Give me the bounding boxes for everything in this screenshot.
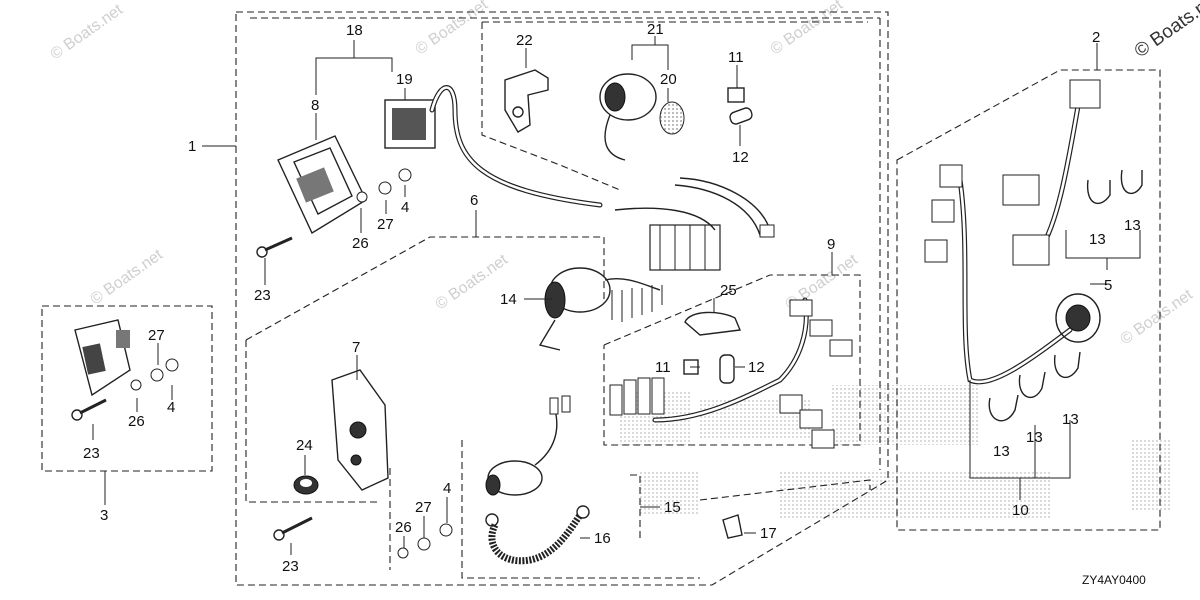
harness-part-2 [924,79,1101,385]
callout-23: 23 [254,287,271,304]
switch-part-19 [384,85,603,208]
lanyard-part-16 [485,505,590,565]
callout-8: 8 [311,97,319,114]
cable-clip-part-25 [684,311,742,336]
callout-15: 15 [664,499,681,516]
callout-2: 2 [1092,29,1100,46]
solenoid-part-15 [485,395,571,496]
leader-lines [92,36,1141,555]
collar-part-12-middle [719,354,735,384]
buzzer-part-21 [599,73,685,161]
nut-part-24 [293,475,319,495]
switch-plate-part-3 [74,319,131,397]
callout-13: 13 [1026,429,1043,446]
callout-23: 23 [83,445,100,462]
callout-1: 1 [188,138,196,155]
screws-part-23 [71,236,313,541]
callout-26: 26 [128,413,145,430]
callout-9: 9 [827,236,835,253]
watermarks: © Boats.net © Boats.net © Boats.net © Bo… [48,0,1200,348]
callout-13: 13 [1124,217,1141,234]
clamps-part-13 [988,169,1143,422]
wire-lead-upper [674,177,775,238]
callout-13: 13 [993,443,1010,460]
connector-cluster-upper [614,207,721,271]
callout-4: 4 [443,480,451,497]
callout-24: 24 [296,437,313,454]
callout-14: 14 [500,291,517,308]
watermark-text: © Boats.net [413,0,492,58]
callout-25: 25 [720,282,737,299]
callout-13: 13 [1089,231,1106,248]
callout-17: 17 [760,525,777,542]
callout-7: 7 [352,339,360,356]
callout-23: 23 [282,558,299,575]
watermark-text: © Boats.net [1118,286,1197,348]
callout-13: 13 [1062,411,1079,428]
callout-27: 27 [377,216,394,233]
copyright-text: © Boats.net [1131,0,1200,62]
callout-5: 5 [1104,277,1112,294]
watermark-text: © Boats.net [48,1,127,63]
collar-part-12-top [729,107,753,125]
callout-27: 27 [148,327,165,344]
bracket-part-22 [504,69,549,133]
watermark-text: © Boats.net [88,246,167,308]
cover-plate-part-8 [277,135,367,235]
harness-part-9 [609,297,853,449]
callout-6: 6 [470,192,478,209]
washers-nuts [130,168,453,559]
callout-26: 26 [352,235,369,252]
screw-part-11-top [727,87,745,103]
callout-3: 3 [100,507,108,524]
callout-10: 10 [1012,502,1029,519]
callout-12: 12 [748,359,765,376]
callout-19: 19 [396,71,413,88]
callout-labels: 1 2 3 4 4 4 5 6 7 8 9 10 11 11 12 12 13 … [83,21,1141,575]
mounting-plate-part-7 [331,369,389,491]
parts-drawings [71,69,1143,565]
clip-part-17 [722,514,743,539]
callout-12: 12 [732,149,749,166]
callout-11: 11 [655,359,671,376]
callout-16: 16 [594,530,611,547]
callout-4: 4 [167,399,175,416]
callout-22: 22 [516,32,533,49]
diagram-code: ZY4AY0400 [1082,573,1146,587]
callout-21: 21 [647,21,664,38]
group-boxes [41,11,1161,586]
callout-27: 27 [415,499,432,516]
callout-26: 26 [395,519,412,536]
callout-4: 4 [401,199,409,216]
callout-11: 11 [728,49,744,66]
ignition-switch-part-14 [538,267,663,351]
watermark-text: © Boats.net [768,0,847,58]
callout-18: 18 [346,22,363,39]
callout-20: 20 [660,71,677,88]
